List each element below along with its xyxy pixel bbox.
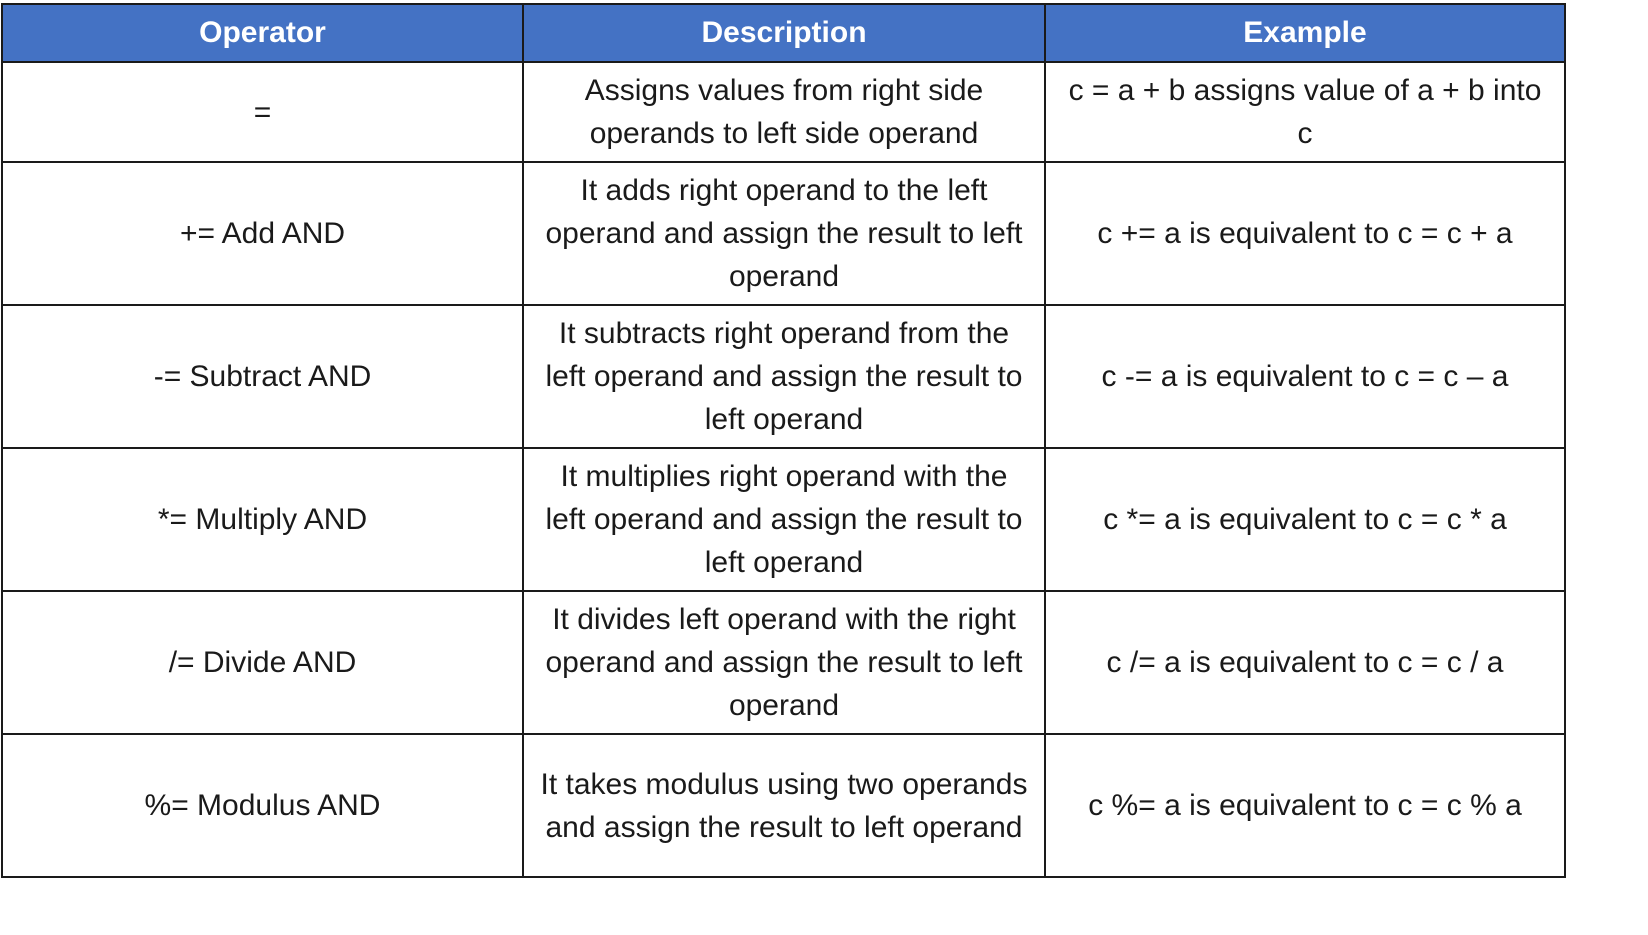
example-cell: c %= a is equivalent to c = c % a <box>1044 733 1566 878</box>
table-header-row: Operator Description Example <box>1 3 1566 63</box>
table-row: /= Divide AND It divides left operand wi… <box>1 590 1566 735</box>
operator-cell: = <box>1 61 524 163</box>
header-description: Description <box>522 3 1046 63</box>
example-cell: c += a is equivalent to c = c + a <box>1044 161 1566 306</box>
description-cell: It takes modulus using two operands and … <box>522 733 1046 878</box>
table-row: %= Modulus AND It takes modulus using tw… <box>1 733 1566 878</box>
table-row: *= Multiply AND It multiplies right oper… <box>1 447 1566 592</box>
description-cell: It subtracts right operand from the left… <box>522 304 1046 449</box>
operator-cell: += Add AND <box>1 161 524 306</box>
table-row: = Assigns values from right side operand… <box>1 61 1566 163</box>
example-cell: c /= a is equivalent to c = c / a <box>1044 590 1566 735</box>
assignment-operators-table: Operator Description Example = Assigns v… <box>1 3 1566 878</box>
description-cell: It multiplies right operand with the lef… <box>522 447 1046 592</box>
operator-cell: /= Divide AND <box>1 590 524 735</box>
header-example: Example <box>1044 3 1566 63</box>
description-cell: It divides left operand with the right o… <box>522 590 1046 735</box>
example-cell: c = a + b assigns value of a + b into c <box>1044 61 1566 163</box>
operator-cell: *= Multiply AND <box>1 447 524 592</box>
description-cell: It adds right operand to the left operan… <box>522 161 1046 306</box>
table-row: -= Subtract AND It subtracts right opera… <box>1 304 1566 449</box>
header-operator: Operator <box>1 3 524 63</box>
operators-table-container: Operator Description Example = Assigns v… <box>1 3 1566 878</box>
example-cell: c -= a is equivalent to c = c – a <box>1044 304 1566 449</box>
table-row: += Add AND It adds right operand to the … <box>1 161 1566 306</box>
operator-cell: %= Modulus AND <box>1 733 524 878</box>
description-cell: Assigns values from right side operands … <box>522 61 1046 163</box>
example-cell: c *= a is equivalent to c = c * a <box>1044 447 1566 592</box>
operator-cell: -= Subtract AND <box>1 304 524 449</box>
